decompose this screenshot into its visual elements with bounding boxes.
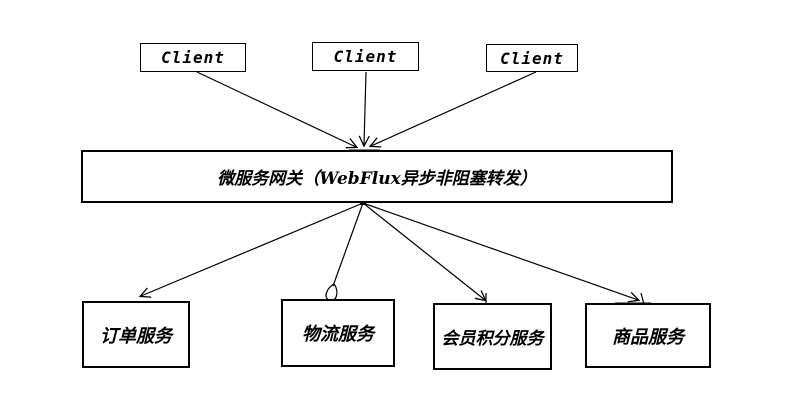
edge-gateway-order-service — [138, 202, 364, 298]
client-1-label: Client — [161, 48, 225, 67]
client-3-label: Client — [500, 48, 564, 68]
client-box-1[interactable]: Client — [140, 43, 246, 72]
client-box-3[interactable]: Client — [486, 44, 578, 72]
edge-client2-gateway — [358, 71, 370, 148]
member-points-service-box[interactable]: 会员积分服务 — [433, 303, 552, 370]
product-service-box[interactable]: 商品服务 — [585, 303, 711, 368]
edge-gateway-product-service — [362, 202, 641, 303]
edge-client3-gateway — [368, 71, 537, 148]
client-2-label: Client — [333, 47, 398, 66]
edge-gateway-logistics-service — [332, 202, 364, 287]
client-box-2[interactable]: Client — [312, 42, 419, 71]
order-service-label: 订单服务 — [100, 325, 172, 347]
member-points-service-label: 会员积分服务 — [441, 329, 544, 349]
edge-gateway-member-service — [362, 202, 487, 302]
gateway-box[interactable]: 微服务网关（WebFlux异步非阻塞转发） — [81, 150, 673, 203]
gateway-label: 微服务网关（WebFlux异步非阻塞转发） — [217, 169, 537, 189]
logistics-service-label: 物流服务 — [302, 324, 374, 345]
order-service-box[interactable]: 订单服务 — [82, 301, 190, 368]
product-service-label: 商品服务 — [612, 326, 684, 348]
logistics-service-box[interactable]: 物流服务 — [281, 299, 395, 367]
edge-client1-gateway — [196, 71, 359, 149]
